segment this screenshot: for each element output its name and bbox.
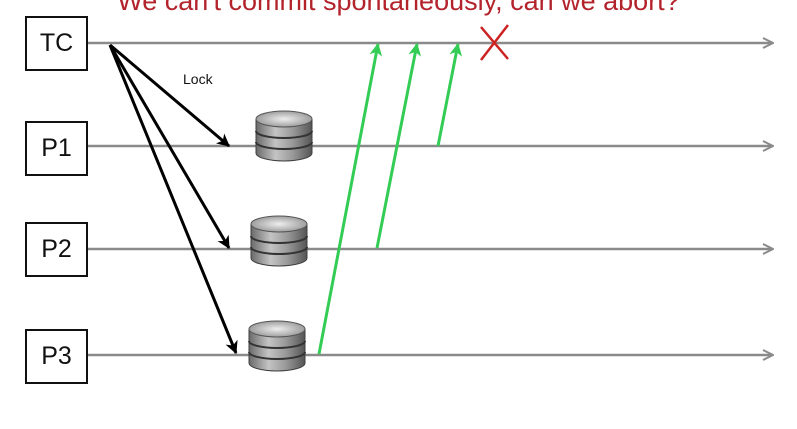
lock-arrow-p1: [109, 43, 230, 148]
vote-arrow-p3: [317, 42, 383, 355]
participant-box-p1: P1: [25, 121, 88, 176]
vote-arrow-p1: [436, 42, 463, 147]
lock-arrow-p2: [108, 44, 231, 250]
participant-box-p2: P2: [25, 222, 88, 277]
lock-arrow-p3: [108, 44, 238, 355]
database-icon: [248, 320, 306, 372]
vote-arrow-p2: [375, 42, 422, 249]
lock-label: Lock: [183, 71, 213, 87]
database-icon: [250, 215, 308, 267]
participant-box-tc: TC: [25, 16, 88, 71]
slide-title: We can't commit spontaneously, can we ab…: [117, 0, 680, 16]
database-icon: [255, 110, 313, 162]
x-cross-icon: [480, 24, 509, 61]
participant-box-p3: P3: [25, 329, 88, 384]
